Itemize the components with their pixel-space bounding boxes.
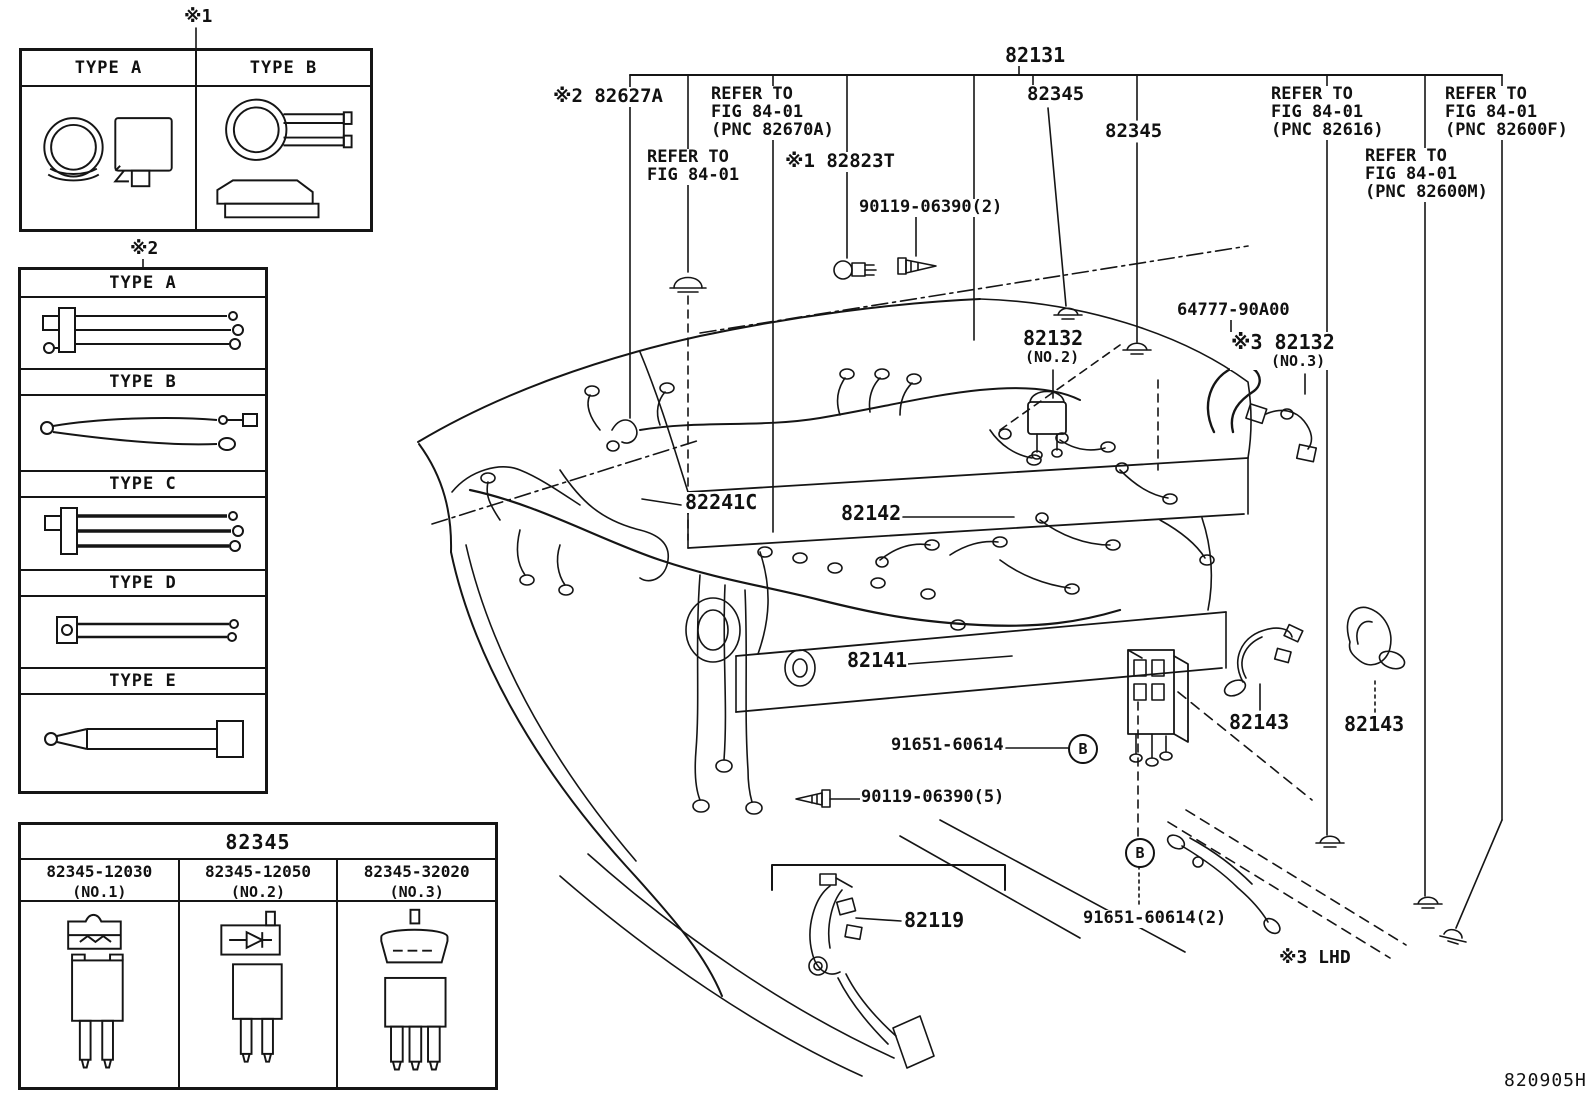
wire-type-e-header: TYPE E — [21, 667, 265, 695]
fuse-no3-cell: 82345-32020 (NO.3) — [336, 860, 496, 1087]
part-91651-60614: 91651-60614 — [890, 735, 1005, 755]
legend-wire-types: TYPE A TYPE B — [18, 267, 268, 794]
refer-pnc-82600m: REFER TO FIG 84-01 (PNC 82600M) — [1364, 146, 1489, 202]
fuse-no3-position: (NO.3) — [389, 883, 444, 901]
connector-marker-b-2: B — [1125, 838, 1155, 868]
fuse-no2-header: 82345-12050 (NO.2) — [179, 860, 337, 902]
part-82119: 82119 — [903, 908, 966, 932]
part-91651-60614-2: 91651-60614(2) — [1082, 908, 1228, 928]
fuse-variants-table: 82345 82345-12030 (NO.1) — [18, 822, 498, 1090]
grommet-type-b-header: TYPE B — [197, 51, 370, 87]
part-82131: 82131 — [1004, 43, 1067, 67]
part-90119-06390-5: 90119-06390(5) — [860, 787, 1006, 807]
grommet-type-a-art — [43, 117, 173, 188]
part-82241c: 82241C — [684, 490, 759, 514]
part-82132-no2: 82132(NO.2) — [1022, 326, 1085, 366]
fuse-no1-cell: 82345-12030 (NO.1) — [21, 860, 178, 1087]
note-lhd: ※3 LHD — [1278, 947, 1352, 968]
fuse-no2-part-no: 82345-12050 — [205, 862, 311, 881]
fuse-no3-part-no: 82345-32020 — [363, 862, 470, 881]
fuse-table-title: 82345 — [21, 825, 495, 860]
wire-type-a-art — [42, 307, 244, 354]
legend-grommets-marker: ※1 — [182, 6, 215, 27]
fuse-no1-header: 82345-12030 (NO.1) — [21, 860, 178, 902]
connector-marker-b-1: B — [1068, 734, 1098, 764]
note-82823t: ※1 82823T — [784, 150, 896, 172]
fuse-no3-header: 82345-32020 (NO.3) — [338, 860, 496, 902]
refer-pnc-82600f: REFER TO FIG 84-01 (PNC 82600F) — [1444, 84, 1569, 140]
wire-type-a-row: TYPE A — [21, 270, 265, 368]
grommet-type-b-art — [216, 98, 353, 219]
wire-type-c-row: TYPE C — [21, 470, 265, 569]
part-82345-a: 82345 — [1026, 83, 1086, 105]
part-64777-90a00: 64777-90A00 — [1176, 300, 1291, 320]
drawing-code: 820905H — [1504, 1070, 1587, 1091]
wire-type-c-art — [44, 507, 244, 555]
wire-type-d-art — [56, 616, 239, 644]
fuse-no2-position: (NO.2) — [230, 883, 286, 901]
fuse-no2-cell: 82345-12050 (NO.2) — [177, 860, 337, 1087]
part-82345-b: 82345 — [1104, 120, 1164, 142]
wire-type-b-row: TYPE B — [21, 368, 265, 470]
refer-pnc-82616: REFER TO FIG 84-01 (PNC 82616) — [1270, 84, 1385, 140]
fuse-no3-art — [380, 908, 449, 1071]
legend-wires-marker: ※2 — [128, 238, 161, 259]
wire-type-b-art — [40, 413, 258, 451]
note-82627a: ※2 82627A — [552, 85, 664, 107]
part-82142: 82142 — [840, 501, 903, 525]
refer-pnc-82670a: REFER TO FIG 84-01 (PNC 82670A) — [710, 84, 835, 140]
fuse-no1-art — [67, 913, 124, 1069]
grommet-type-a-cell: TYPE A — [22, 51, 195, 229]
part-82143-a: 82143 — [1228, 710, 1291, 734]
wire-type-a-header: TYPE A — [21, 270, 265, 298]
grommet-type-a-header: TYPE A — [22, 51, 195, 87]
part-82132-no3: ※3 82132(NO.3) — [1230, 330, 1336, 370]
refer-fig-84-01: REFER TO FIG 84-01 — [646, 147, 741, 185]
fuse-no1-part-no: 82345-12030 — [46, 862, 153, 881]
wire-type-c-header: TYPE C — [21, 470, 265, 498]
wire-type-e-art — [44, 720, 244, 758]
wire-type-d-header: TYPE D — [21, 569, 265, 597]
wire-type-b-header: TYPE B — [21, 368, 265, 396]
wire-type-e-row: TYPE E — [21, 667, 265, 787]
grommet-type-b-cell: TYPE B — [195, 51, 370, 229]
part-82141: 82141 — [846, 648, 909, 672]
legend-grommet-types: TYPE A TYPE B — [19, 48, 373, 232]
part-82143-b: 82143 — [1343, 712, 1406, 736]
fuse-no2-art — [220, 910, 283, 1063]
wire-type-d-row: TYPE D — [21, 569, 265, 667]
part-90119-06390-2: 90119-06390(2) — [858, 197, 1004, 217]
fuse-no1-position: (NO.1) — [72, 883, 127, 901]
